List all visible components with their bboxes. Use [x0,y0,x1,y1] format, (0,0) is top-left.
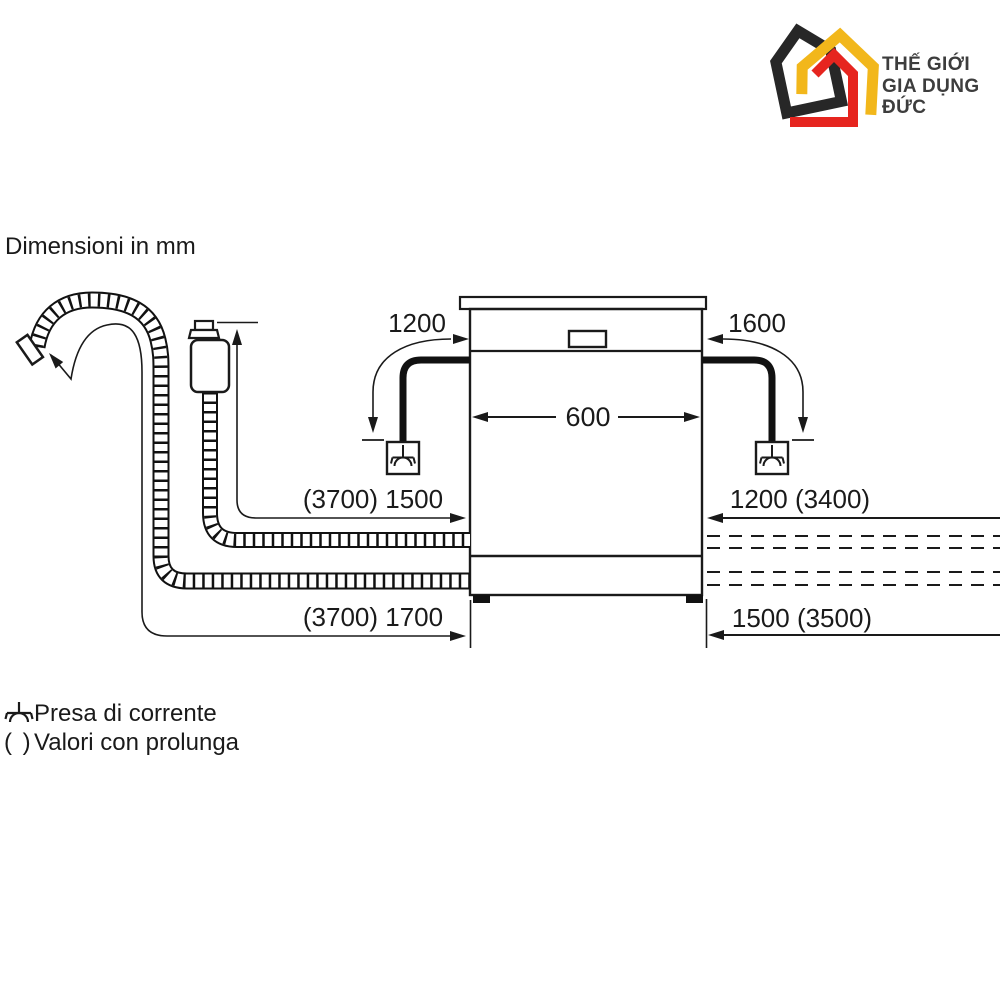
power-cord-right [702,356,790,476]
aquastop-valve [187,319,231,394]
dim-label-drain-extension: 1500 (3500) [732,603,872,633]
arrow-right-icon [684,412,700,422]
dim-appliance-width: 600 [472,402,700,432]
logo-wordmark: THẾ GIỚI GIA DỤNG ĐỨC [882,54,980,119]
dishwasher-worktop [458,295,708,311]
foot-left [473,595,490,603]
logo-house-yellow [796,27,879,116]
dim-drain-extension: 1500 (3500) [469,599,1000,648]
dim-label-supply-extension: 1200 (3400) [730,484,870,514]
arrow-left-icon [707,513,723,523]
dim-cord-right: 1600 [707,308,814,441]
power-cord-left [385,356,470,476]
legend: Presa di corrente ( ) Valori con prolung… [4,700,239,758]
dim-label-supply-hose: (3700) 1500 [303,484,443,514]
dim-supply-extension: 1200 (3400) [707,484,1000,523]
door-handle [567,329,608,349]
drain-hose-end-cuff [15,333,45,367]
dim-drain-hose: (3700) 1700 [49,323,466,641]
page-title: Dimensioni in mm [5,233,196,260]
foot-right [686,595,703,603]
cable-left [399,356,470,442]
dim-label-width: 600 [565,402,610,432]
arrow-up-left-icon [49,353,64,369]
legend-item-socket: Presa di corrente [4,700,239,729]
arrow-left-icon [707,334,723,344]
arrow-left-icon [472,412,488,422]
legend-parentheses: ( ) [4,729,33,756]
logo-text-line2: GIA DỤNG [882,75,980,97]
arrow-up-icon [232,329,242,345]
power-socket-icon [4,700,34,734]
brand-logo: THẾ GIỚI GIA DỤNG ĐỨC [770,22,980,138]
dim-cord-left: 1200 [362,308,469,441]
dim-supply-hose: (3700) 1500 [217,321,466,523]
cable-right [702,356,776,442]
arrow-right-icon [453,334,469,344]
arrow-down-icon [798,417,808,433]
dishwasher-outline [458,295,708,603]
dim-label-drain-hose: (3700) 1700 [303,602,443,632]
hose-extension-dashed-lines [707,535,1000,586]
logo-house-red [790,47,858,127]
power-socket-icon [390,445,416,467]
logo-text-line1: THẾ GIỚI [882,54,971,75]
logo-houses-icon [770,23,879,127]
drain-hose [15,291,470,590]
logo-house-black [770,23,849,120]
arrow-right-icon [450,513,466,523]
supply-hose [187,319,470,548]
arrow-left-icon [708,630,724,640]
legend-label-socket: Presa di corrente [34,700,217,727]
logo-text-line3: ĐỨC [882,97,927,118]
arrow-right-icon [450,631,466,641]
arrow-down-icon [368,417,378,433]
dim-label-cord-left: 1200 [388,308,446,338]
dim-label-cord-right: 1600 [728,308,786,338]
dishwasher-body [468,307,704,597]
legend-label-extension: Valori con prolunga [34,729,240,756]
legend-item-extension: ( ) Valori con prolunga [4,729,239,758]
power-socket-icon [759,445,785,467]
